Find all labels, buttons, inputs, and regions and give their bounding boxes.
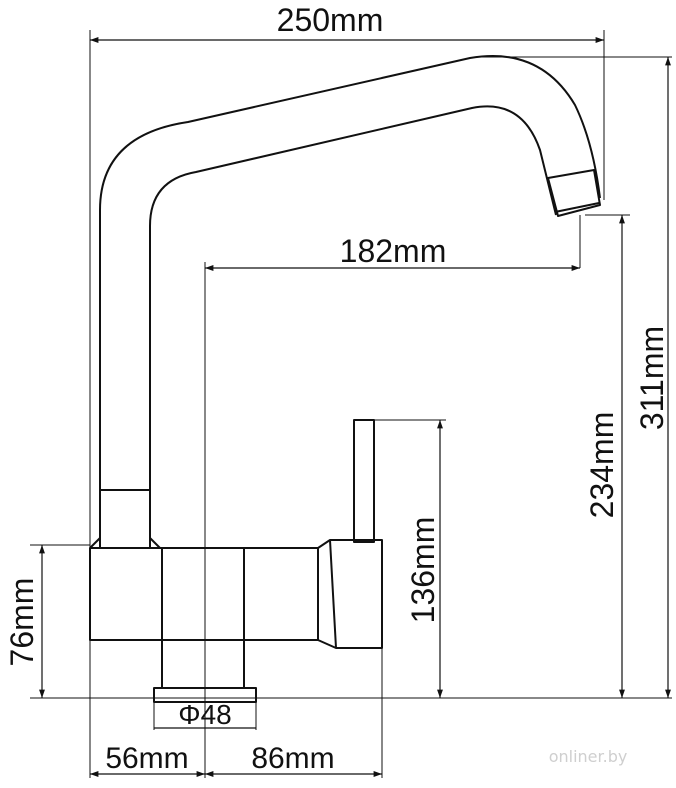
lever-housing bbox=[317, 539, 383, 649]
extension-lines bbox=[30, 30, 672, 778]
label-spout-reach: 182mm bbox=[340, 233, 447, 269]
label-base-right-width: 86mm bbox=[251, 742, 334, 775]
label-lever-height: 136mm bbox=[405, 517, 441, 624]
faucet-outline bbox=[89, 54, 601, 703]
label-base-left-width: 56mm bbox=[105, 742, 188, 775]
watermark-logo: onliner.by bbox=[549, 747, 628, 766]
spout-inner-contour bbox=[149, 105, 557, 538]
label-total-height: 311mm bbox=[634, 326, 670, 430]
dimension-lines bbox=[39, 37, 671, 777]
lever-handle bbox=[353, 419, 375, 543]
label-base-diameter: Φ48 bbox=[178, 699, 231, 730]
aerator-tip bbox=[547, 169, 601, 217]
label-total-reach: 250mm bbox=[277, 2, 384, 38]
label-spout-height: 234mm bbox=[584, 412, 620, 519]
label-base-height: 76mm bbox=[4, 578, 40, 667]
spout-outer-contour bbox=[99, 54, 601, 538]
mixer-body bbox=[89, 547, 319, 689]
